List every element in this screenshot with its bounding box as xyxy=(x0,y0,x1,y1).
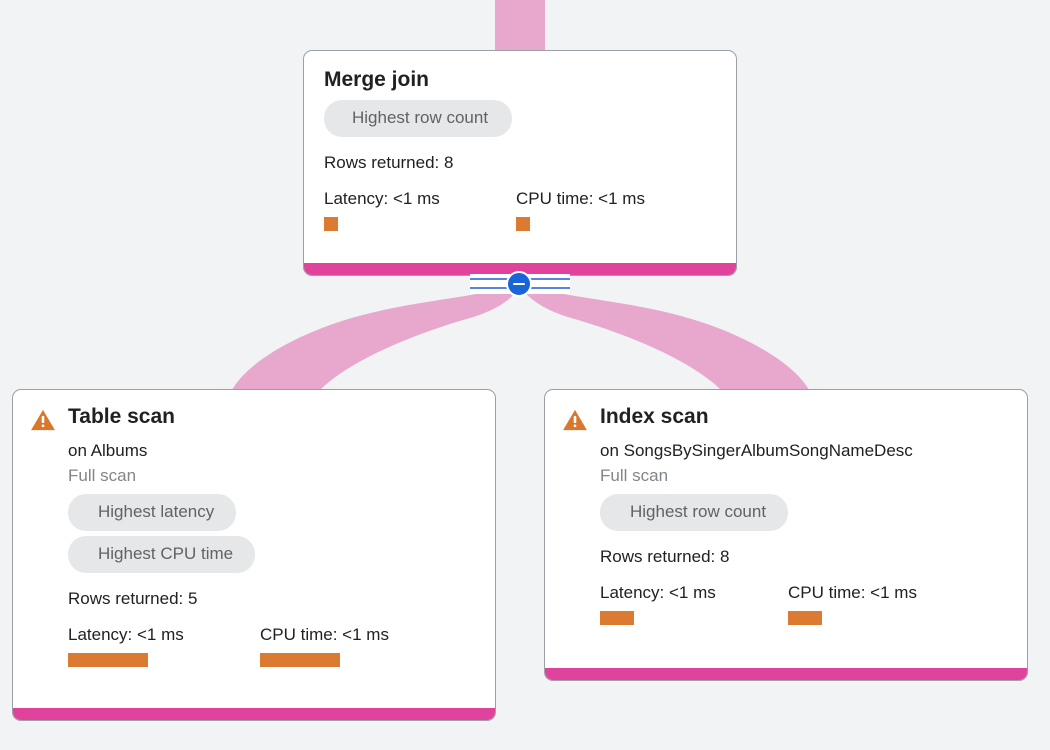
node-title: Merge join xyxy=(324,68,430,91)
card-header: Merge join xyxy=(324,67,716,93)
card-header: Table scan on Albums Full scan Highest l… xyxy=(30,404,478,667)
metric-latency-label: Latency: <1 ms xyxy=(600,583,716,602)
node-subject: on SongsBySingerAlbumSongNameDesc xyxy=(600,441,913,460)
metric-cpu-time-label: CPU time: <1 ms xyxy=(788,583,917,602)
node-card-index-scan[interactable]: Index scan on SongsBySingerAlbumSongName… xyxy=(544,389,1028,681)
node-scan-kind: Full scan xyxy=(600,466,669,485)
chip-row: Highest row count xyxy=(324,100,716,142)
badge-chip-highest-cpu-time: Highest CPU time xyxy=(68,536,256,573)
card-header: Index scan on SongsBySingerAlbumSongName… xyxy=(562,404,1010,625)
metrics-row: Latency: <1 ms CPU time: <1 ms xyxy=(600,582,1010,625)
minus-glyph xyxy=(513,282,525,286)
metric-latency: Latency: <1 ms xyxy=(68,624,260,667)
metric-latency: Latency: <1 ms xyxy=(600,582,788,625)
node-subject: on Albums xyxy=(68,441,148,460)
metric-latency: Latency: <1 ms xyxy=(324,188,516,231)
card-body: Table scan on Albums Full scan Highest l… xyxy=(13,390,495,708)
card-accent-bar xyxy=(545,668,1027,680)
chip-row: Highest latency Highest CPU time xyxy=(68,494,478,578)
minus-circle-icon[interactable] xyxy=(506,271,532,297)
metric-cpu-time: CPU time: <1 ms xyxy=(260,624,389,667)
node-scan-kind: Full scan xyxy=(68,466,137,485)
edge-ribbon-to-index-scan xyxy=(520,284,809,390)
rows-returned-label: Rows returned: 8 xyxy=(324,153,454,172)
badge-chip-highest-row-count: Highest row count xyxy=(600,494,789,531)
warning-triangle-icon xyxy=(563,409,587,431)
card-accent-bar xyxy=(13,708,495,720)
metric-cpu-time-bar xyxy=(788,611,822,625)
card-body: Index scan on SongsBySingerAlbumSongName… xyxy=(545,390,1027,668)
metric-latency-bar xyxy=(324,217,338,231)
node-card-merge-join[interactable]: Merge join Highest row count Rows return… xyxy=(303,50,737,276)
edge-ribbon-to-table-scan xyxy=(232,284,520,390)
metric-cpu-time-label: CPU time: <1 ms xyxy=(260,625,389,644)
badge-chip-highest-latency: Highest latency xyxy=(68,494,237,531)
card-accent-bar xyxy=(304,263,736,275)
header-text-group: Index scan on SongsBySingerAlbumSongName… xyxy=(600,404,1010,625)
badge-chip: Highest row count xyxy=(324,100,513,137)
metric-latency-label: Latency: <1 ms xyxy=(324,189,440,208)
node-title: Table scan xyxy=(68,405,175,428)
rows-returned-label: Rows returned: 8 xyxy=(600,547,730,566)
collapse-children-toggle[interactable] xyxy=(470,271,570,297)
metrics-row: Latency: <1 ms CPU time: <1 ms xyxy=(68,624,478,667)
node-title: Index scan xyxy=(600,405,709,428)
edge-ribbon-incoming xyxy=(495,0,545,50)
rows-returned-label: Rows returned: 5 xyxy=(68,589,198,608)
metric-cpu-time: CPU time: <1 ms xyxy=(788,582,917,625)
metric-cpu-time-bar xyxy=(516,217,530,231)
metrics-row: Latency: <1 ms CPU time: <1 ms xyxy=(324,188,716,231)
metric-latency-bar xyxy=(600,611,634,625)
metric-latency-bar xyxy=(68,653,148,667)
metric-cpu-time-bar xyxy=(260,653,340,667)
card-body: Merge join Highest row count Rows return… xyxy=(304,51,736,263)
metric-latency-label: Latency: <1 ms xyxy=(68,625,184,644)
header-text-group: Merge join xyxy=(324,67,716,93)
warning-triangle-icon xyxy=(31,409,55,431)
node-card-table-scan[interactable]: Table scan on Albums Full scan Highest l… xyxy=(12,389,496,721)
metric-cpu-time-label: CPU time: <1 ms xyxy=(516,189,645,208)
metric-cpu-time: CPU time: <1 ms xyxy=(516,188,645,231)
header-text-group: Table scan on Albums Full scan Highest l… xyxy=(68,404,478,667)
chip-row: Highest row count xyxy=(600,494,1010,536)
